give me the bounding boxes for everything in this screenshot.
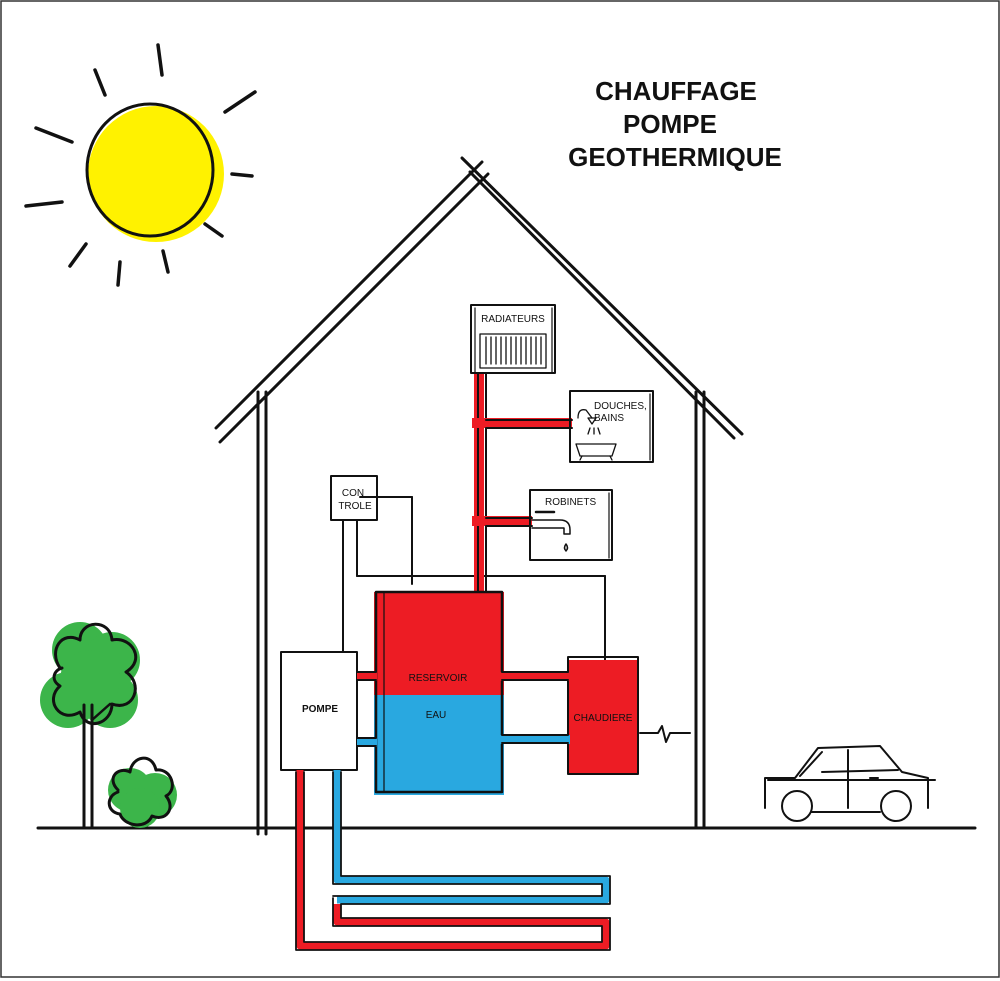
reservoir-tank: RESERVOIR EAU — [374, 590, 504, 795]
shower-bath-box: DOUCHES, BAINS — [569, 390, 654, 463]
taps-box: ROBINETS — [529, 489, 613, 561]
water-label: EAU — [426, 710, 447, 721]
reservoir-label: RESERVOIR — [409, 673, 468, 684]
reservoir-boiler-pipes — [500, 671, 570, 744]
heat-pump: POMPE — [280, 651, 358, 771]
control-label-line-1: CON — [342, 488, 364, 499]
title-line-3: GEOTHERMIQUE — [568, 142, 782, 172]
pump-reservoir-pipes — [356, 671, 377, 747]
shower-bath-icon — [575, 409, 617, 461]
boiler-label: CHAUDIERE — [574, 713, 633, 724]
control-box: CON TROLE — [330, 475, 378, 521]
car-icon — [764, 745, 936, 822]
control-label-line-2: TROLE — [338, 501, 372, 512]
pump-label: POMPE — [302, 704, 338, 715]
title-line-1: CHAUFFAGE — [595, 76, 757, 106]
shower-label-line-2: BAINS — [594, 413, 624, 424]
faucet-icon — [531, 510, 571, 552]
hot-water-riser — [472, 373, 573, 601]
radiator-label: RADIATEURS — [481, 314, 545, 325]
title-line-2: POMPE — [623, 109, 717, 139]
tree-icon — [40, 622, 140, 830]
taps-label: ROBINETS — [545, 497, 596, 508]
radiator-box: RADIATEURS — [470, 304, 556, 374]
ground-loop-pipes — [295, 770, 611, 951]
bush-icon — [107, 756, 177, 828]
power-connection — [639, 725, 691, 743]
house-outline — [214, 156, 744, 836]
sun-icon — [24, 43, 257, 287]
radiator-icon — [479, 333, 547, 369]
title-block: CHAUFFAGE POMPE GEOTHERMIQUE — [568, 76, 782, 172]
shower-label-line-1: DOUCHES, — [594, 401, 647, 412]
boiler: CHAUDIERE — [567, 656, 639, 775]
